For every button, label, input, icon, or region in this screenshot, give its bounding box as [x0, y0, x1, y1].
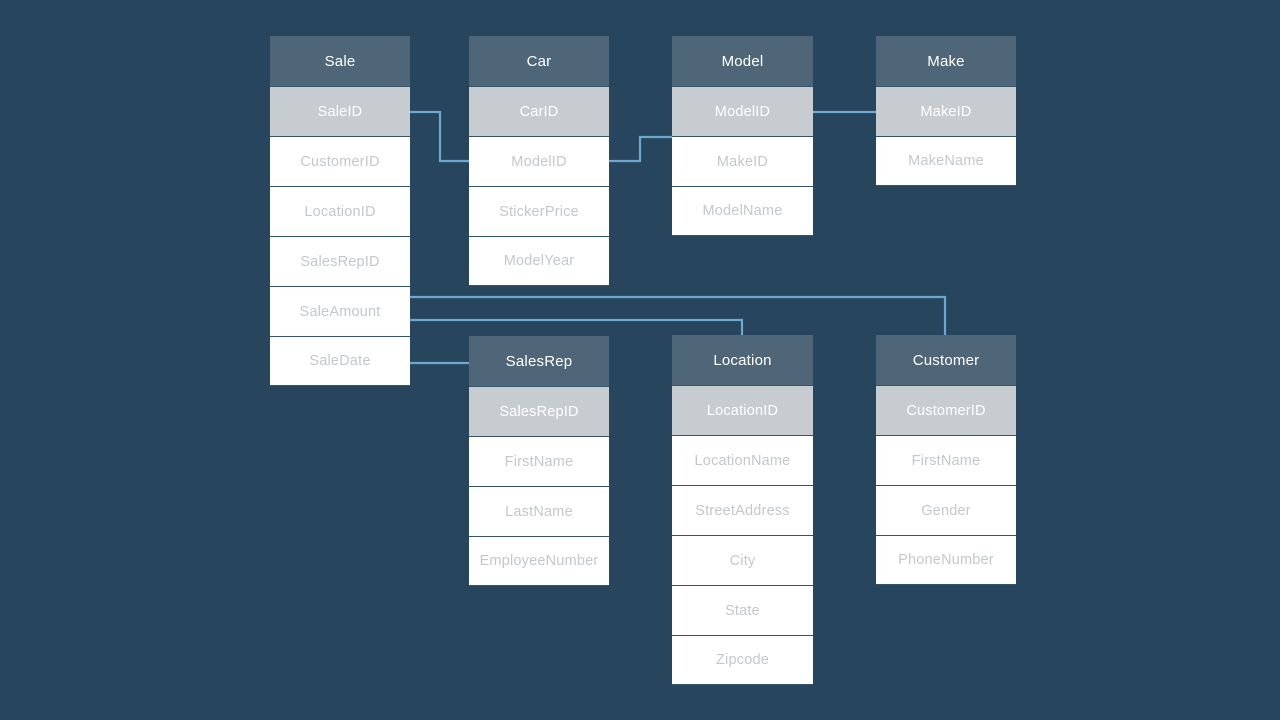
field-car-modelyear[interactable]: ModelYear: [469, 236, 609, 286]
primary-key-field-model-modelid[interactable]: ModelID: [672, 86, 813, 136]
field-model-makeid[interactable]: MakeID: [672, 136, 813, 186]
field-customer-gender[interactable]: Gender: [876, 485, 1016, 535]
relationship-line-sale-car: [410, 110, 470, 163]
field-salesrep-employeenumber[interactable]: EmployeeNumber: [469, 536, 609, 586]
primary-key-field-car-carid[interactable]: CarID: [469, 86, 609, 136]
field-customer-phonenumber[interactable]: PhoneNumber: [876, 535, 1016, 585]
field-location-locationname[interactable]: LocationName: [672, 435, 813, 485]
relationship-line-sale-location: [410, 318, 744, 336]
primary-key-field-sale-saleid[interactable]: SaleID: [270, 86, 410, 136]
field-location-zipcode[interactable]: Zipcode: [672, 635, 813, 685]
field-location-state[interactable]: State: [672, 585, 813, 635]
entity-title-location: Location: [672, 335, 813, 385]
entity-title-car: Car: [469, 36, 609, 86]
entity-title-customer: Customer: [876, 335, 1016, 385]
field-salesrep-firstname[interactable]: FirstName: [469, 436, 609, 486]
field-make-makename[interactable]: MakeName: [876, 136, 1016, 186]
primary-key-field-salesrep-salesrepid[interactable]: SalesRepID: [469, 386, 609, 436]
entity-title-model: Model: [672, 36, 813, 86]
field-sale-locationid[interactable]: LocationID: [270, 186, 410, 236]
entity-title-sale: Sale: [270, 36, 410, 86]
relationship-line-car-model: [609, 135, 672, 163]
field-model-modelname[interactable]: ModelName: [672, 186, 813, 236]
relationship-line-sale-customer: [410, 295, 947, 336]
field-sale-salesrepid[interactable]: SalesRepID: [270, 236, 410, 286]
entity-title-salesrep: SalesRep: [469, 336, 609, 386]
field-car-stickerprice[interactable]: StickerPrice: [469, 186, 609, 236]
field-location-streetaddress[interactable]: StreetAddress: [672, 485, 813, 535]
entity-title-make: Make: [876, 36, 1016, 86]
field-car-modelid[interactable]: ModelID: [469, 136, 609, 186]
primary-key-field-customer-customerid[interactable]: CustomerID: [876, 385, 1016, 435]
field-salesrep-lastname[interactable]: LastName: [469, 486, 609, 536]
primary-key-field-make-makeid[interactable]: MakeID: [876, 86, 1016, 136]
primary-key-field-location-locationid[interactable]: LocationID: [672, 385, 813, 435]
field-sale-customerid[interactable]: CustomerID: [270, 136, 410, 186]
field-sale-saleamount[interactable]: SaleAmount: [270, 286, 410, 336]
field-customer-firstname[interactable]: FirstName: [876, 435, 1016, 485]
field-sale-saledate[interactable]: SaleDate: [270, 336, 410, 386]
field-location-city[interactable]: City: [672, 535, 813, 585]
